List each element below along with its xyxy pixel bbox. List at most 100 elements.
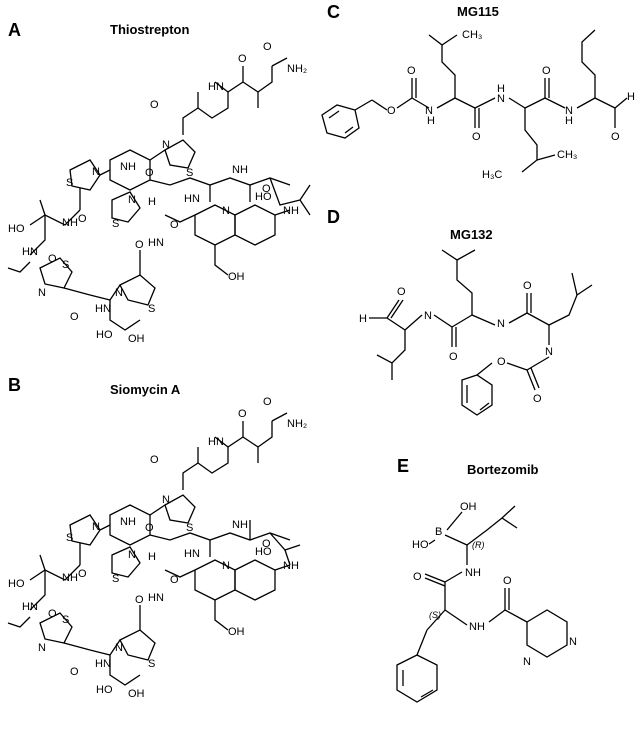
atom-n: N: [92, 521, 100, 533]
mg132-structure: H O N O N O N O O: [359, 249, 593, 416]
atom-o: O: [170, 219, 179, 231]
atom-oh: OH: [228, 626, 245, 638]
atom-s: S: [62, 614, 69, 626]
atom-nh: NH: [283, 205, 299, 217]
atom-nh: NH: [120, 161, 136, 173]
atom-o: O: [78, 213, 87, 225]
atom-s: S: [186, 167, 193, 179]
atom-o: O: [387, 105, 396, 117]
atom-n: N: [128, 549, 136, 561]
atom-ch3: CH₃: [462, 29, 482, 41]
atom-o: O: [523, 280, 532, 292]
atom-s: S: [62, 259, 69, 271]
atom-o: O: [150, 454, 159, 466]
panel-a-thiostrepton: A Thiostrepton O O NH₂ HN O S N NH HN NH…: [0, 0, 320, 370]
atom-h: H: [359, 313, 367, 325]
atom-s: S: [66, 532, 73, 544]
atom-o: O: [135, 239, 144, 251]
atom-n: N: [425, 105, 433, 117]
atom-hn: HN: [148, 592, 164, 604]
atom-ho: HO: [8, 578, 25, 590]
atom-hn: HN: [22, 246, 38, 258]
atom-n: N: [162, 494, 170, 506]
atom-nh2: NH₂: [287, 63, 307, 75]
atom-h: H: [427, 115, 435, 127]
atom-hn: HN: [22, 601, 38, 613]
atom-o: O: [449, 351, 458, 363]
atom-o: O: [262, 538, 271, 550]
atom-n: N: [38, 642, 46, 654]
atom-n: N: [115, 642, 123, 654]
panel-title-mg132: MG132: [450, 227, 493, 242]
atom-o: O: [263, 396, 272, 408]
atom-o: O: [70, 666, 79, 678]
atom-o: O: [145, 522, 154, 534]
atom-s: S: [148, 303, 155, 315]
atom-o: O: [48, 253, 57, 265]
atom-h: H: [497, 83, 505, 95]
atom-hn: HN: [148, 237, 164, 249]
panel-letter-e: E: [397, 456, 410, 476]
atom-o: O: [135, 594, 144, 606]
panel-title-mg115: MG115: [457, 4, 499, 19]
atom-h3c: H₃C: [482, 169, 502, 181]
atom-s: S: [148, 658, 155, 670]
atom-n: N: [565, 105, 573, 117]
atom-h: H: [627, 91, 635, 103]
atom-o: O: [70, 311, 79, 323]
atom-n: N: [38, 287, 46, 299]
atom-o: O: [407, 65, 416, 77]
atom-n: N: [569, 636, 577, 648]
panel-letter-a: A: [8, 20, 21, 40]
panel-title-thiostrepton: Thiostrepton: [110, 22, 190, 37]
atom-nh: NH: [232, 164, 248, 176]
panel-e-bortezomib: E Bortezomib OH HO B (R) NH O (S) NH O N…: [317, 450, 637, 750]
atom-h: H: [148, 196, 156, 208]
atom-ho: HO: [96, 329, 113, 341]
atom-n: N: [222, 560, 230, 572]
atom-n: N: [115, 287, 123, 299]
atom-n: N: [497, 318, 505, 330]
atom-ho: HO: [96, 684, 113, 696]
atom-hn: HN: [95, 658, 111, 670]
atom-hn: HN: [95, 303, 111, 315]
atom-nh: NH: [469, 621, 485, 633]
atom-o: O: [48, 608, 57, 620]
atom-n: N: [523, 656, 531, 668]
atom-ho: HO: [8, 223, 25, 235]
atom-o: O: [263, 41, 272, 53]
atom-h: H: [565, 115, 573, 127]
atom-oh: OH: [128, 333, 145, 345]
atom-s: S: [112, 573, 119, 585]
atom-o: O: [78, 568, 87, 580]
atom-o: O: [170, 574, 179, 586]
panel-letter-d: D: [327, 207, 340, 227]
panel-letter-b: B: [8, 375, 21, 395]
atom-o: O: [497, 356, 506, 368]
atom-n: N: [222, 205, 230, 217]
atom-ch3: CH₃: [557, 149, 577, 161]
atom-nh: NH: [232, 519, 248, 531]
atom-o: O: [238, 408, 247, 420]
atom-ho: HO: [255, 191, 272, 203]
atom-o: O: [413, 571, 422, 583]
atom-o: O: [533, 393, 542, 405]
panel-c-mg115: C MG115 O O H N CH₃ O N H CH₃ H₃C: [317, 0, 637, 200]
atom-s: S: [112, 218, 119, 230]
atom-nh: NH: [465, 567, 481, 579]
atom-nh: NH: [62, 572, 78, 584]
atom-oh: OH: [228, 271, 245, 283]
atom-hn: HN: [208, 81, 224, 93]
mg115-structure: O O H N CH₃ O N H CH₃ H₃C O N H: [321, 29, 635, 181]
atom-oh: OH: [128, 688, 145, 700]
thiostrepton-structure: O O NH₂ HN O S N NH HN NH H O O N HO NH …: [7, 41, 311, 345]
atom-n: N: [497, 93, 505, 105]
atom-nh: NH: [120, 516, 136, 528]
panel-letter-c: C: [327, 2, 340, 22]
atom-n: N: [128, 194, 136, 206]
atom-o: O: [611, 131, 620, 143]
atom-s: S: [186, 522, 193, 534]
stereo-label-s: (S): [429, 610, 441, 620]
atom-n: N: [545, 346, 553, 358]
atom-n: N: [424, 310, 432, 322]
